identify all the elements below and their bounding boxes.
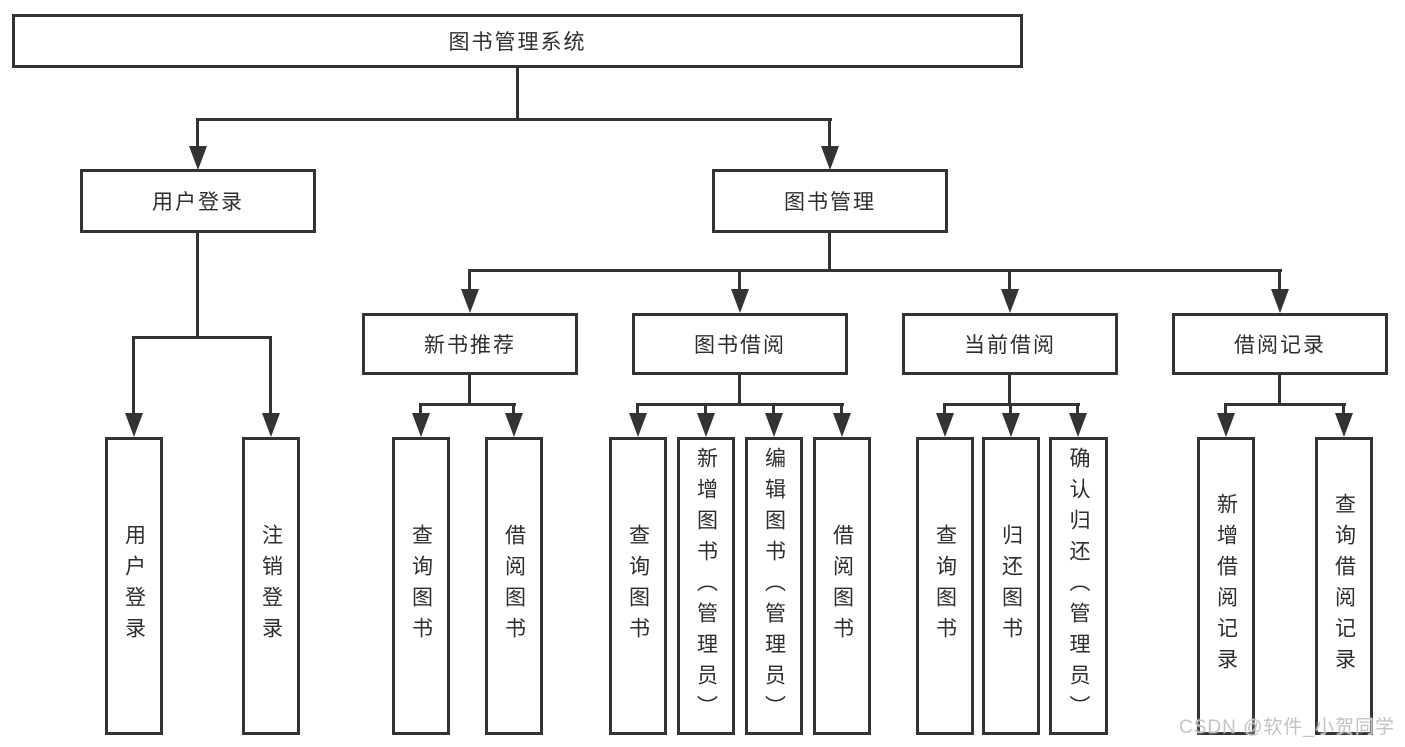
leaf-confirm-return-admin: 确认归还（管理员） — [1049, 437, 1108, 735]
leaf-query-books-2-label: 查询图书 — [626, 524, 650, 648]
node-borrow-records: 借阅记录 — [1172, 313, 1388, 375]
arrow-down-icon — [189, 146, 207, 170]
node-new-book-recommend-label: 新书推荐 — [424, 334, 516, 357]
arrow-down-icon — [262, 413, 280, 437]
arrow-down-icon — [731, 289, 749, 313]
arrow-down-icon — [765, 413, 783, 437]
leaf-borrow-books-1-label: 借阅图书 — [502, 524, 526, 648]
connector-line — [516, 68, 519, 121]
arrow-down-icon — [461, 289, 479, 313]
connector-line — [1076, 403, 1079, 416]
connector-line — [1224, 403, 1227, 416]
leaf-query-books-3: 查询图书 — [916, 437, 974, 735]
connector-line — [468, 375, 471, 406]
node-book-management-label: 图书管理 — [784, 191, 876, 214]
connector-line — [1008, 375, 1011, 406]
arrow-down-icon — [1069, 413, 1087, 437]
connector-line — [269, 336, 272, 416]
connector-line — [1008, 269, 1011, 293]
arrow-down-icon — [412, 413, 430, 437]
leaf-return-books: 归还图书 — [982, 437, 1040, 735]
node-user-login: 用户登录 — [80, 169, 316, 233]
leaf-borrow-books-2-label: 借阅图书 — [830, 524, 854, 648]
connector-line — [1278, 375, 1281, 406]
leaf-query-books-2: 查询图书 — [609, 437, 667, 735]
leaf-return-books-label: 归还图书 — [999, 524, 1023, 648]
connector-line — [468, 269, 471, 293]
arrow-down-icon — [821, 146, 839, 170]
connector-line — [196, 118, 199, 150]
leaf-borrow-books-1: 借阅图书 — [485, 437, 543, 735]
node-root: 图书管理系统 — [12, 14, 1023, 68]
leaf-borrow-books-2: 借阅图书 — [813, 437, 871, 735]
leaf-edit-books-admin-label: 编辑图书（管理员） — [762, 446, 786, 726]
leaf-query-books-1: 查询图书 — [392, 437, 450, 735]
watermark: CSDN @软件_小贺同学 — [1179, 717, 1395, 738]
connector-line — [828, 118, 831, 150]
leaf-add-borrow-record-label: 新增借阅记录 — [1214, 493, 1238, 679]
connector-line — [704, 403, 707, 416]
node-root-label: 图书管理系统 — [448, 31, 587, 54]
node-user-login-label: 用户登录 — [152, 191, 244, 214]
arrow-down-icon — [505, 413, 523, 437]
node-new-book-recommend: 新书推荐 — [362, 313, 578, 375]
arrow-down-icon — [1335, 413, 1353, 437]
connector-line — [419, 403, 422, 416]
connector-line — [738, 269, 741, 293]
arrow-down-icon — [697, 413, 715, 437]
leaf-confirm-return-admin-label: 确认归还（管理员） — [1067, 446, 1090, 726]
arrow-down-icon — [629, 413, 647, 437]
leaf-add-borrow-record: 新增借阅记录 — [1197, 437, 1255, 735]
leaf-user-login: 用户登录 — [105, 437, 163, 735]
connector-line — [419, 403, 516, 406]
connector-line — [772, 403, 775, 416]
arrow-down-icon — [1001, 289, 1019, 313]
node-current-borrow: 当前借阅 — [902, 313, 1118, 375]
node-book-borrow-label: 图书借阅 — [694, 334, 786, 357]
connector-line — [738, 375, 741, 406]
node-borrow-records-label: 借阅记录 — [1234, 334, 1326, 357]
node-book-borrow: 图书借阅 — [632, 313, 848, 375]
connector-line — [1009, 403, 1012, 416]
connector-line — [132, 336, 135, 416]
arrow-down-icon — [1002, 413, 1020, 437]
leaf-logout: 注销登录 — [242, 437, 300, 735]
leaf-query-borrow-record-label: 查询借阅记录 — [1332, 493, 1356, 679]
leaf-user-login-label: 用户登录 — [122, 524, 146, 648]
connector-line — [196, 233, 199, 339]
node-current-borrow-label: 当前借阅 — [964, 334, 1056, 357]
leaf-query-borrow-record: 查询借阅记录 — [1315, 437, 1373, 735]
connector-line — [468, 269, 1282, 272]
connector-line — [132, 336, 272, 339]
arrow-down-icon — [1271, 289, 1289, 313]
connector-line — [840, 403, 843, 416]
arrow-down-icon — [833, 413, 851, 437]
leaf-query-books-1-label: 查询图书 — [409, 524, 433, 648]
arrow-down-icon — [936, 413, 954, 437]
connector-line — [196, 118, 832, 121]
node-book-management: 图书管理 — [712, 169, 948, 233]
connector-line — [1278, 269, 1281, 293]
connector-line — [512, 403, 515, 416]
arrow-down-icon — [1217, 413, 1235, 437]
arrow-down-icon — [125, 413, 143, 437]
leaf-logout-label: 注销登录 — [259, 524, 283, 648]
leaf-edit-books-admin: 编辑图书（管理员） — [745, 437, 803, 735]
connector-line — [636, 403, 639, 416]
leaf-query-books-3-label: 查询图书 — [933, 524, 957, 648]
connector-line — [828, 233, 831, 272]
leaf-add-books-admin: 新增图书（管理员） — [677, 437, 735, 735]
connector-line — [1342, 403, 1345, 416]
connector-line — [943, 403, 946, 416]
leaf-add-books-admin-label: 新增图书（管理员） — [694, 446, 718, 726]
connector-line — [636, 403, 844, 406]
connector-line — [1224, 403, 1346, 406]
